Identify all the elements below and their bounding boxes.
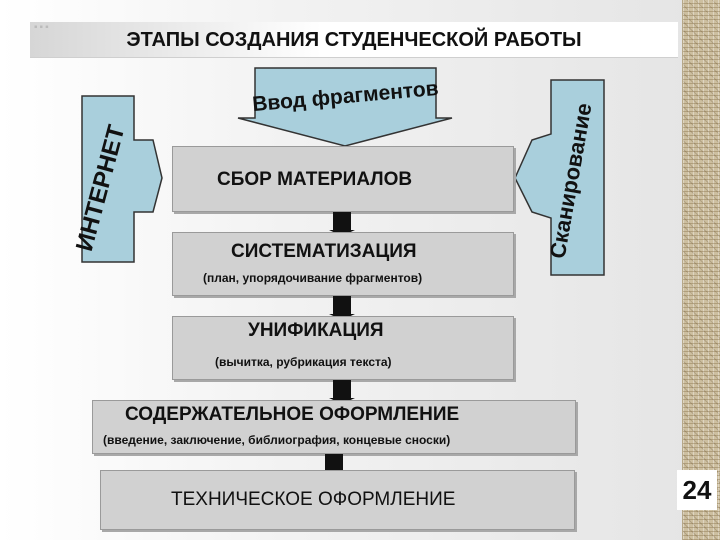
decorative-dots: ▪▪▪ xyxy=(34,22,51,33)
title-bar: ▪▪▪ ЭТАПЫ СОЗДАНИЯ СТУДЕНЧЕСКОЙ РАБОТЫ xyxy=(30,22,678,58)
step-label: СОДЕРЖАТЕЛЬНОЕ ОФОРМЛЕНИЕ xyxy=(125,404,460,425)
step-sublabel: (вычитка, рубрикация текста) xyxy=(215,355,392,369)
connector-arrow xyxy=(329,212,355,236)
page-number: 24 xyxy=(677,470,717,510)
step-label: СБОР МАТЕРИАЛОВ xyxy=(217,169,413,190)
step-sublabel: (введение, заключение, библиография, кон… xyxy=(103,433,451,447)
step-sublabel: (план, упорядочивание фрагментов) xyxy=(203,271,423,285)
connector-arrow xyxy=(329,380,355,404)
step-systematization: СИСТЕМАТИЗАЦИЯ (план, упорядочивание фра… xyxy=(172,232,514,296)
connector-arrow xyxy=(329,296,355,320)
step-label: ТЕХНИЧЕСКОЕ ОФОРМЛЕНИЕ xyxy=(171,489,456,510)
page-title: ЭТАПЫ СОЗДАНИЯ СТУДЕНЧЕСКОЙ РАБОТЫ xyxy=(126,29,582,51)
step-unification: УНИФИКАЦИЯ (вычитка, рубрикация текста) xyxy=(172,316,514,380)
step-technical-formatting: ТЕХНИЧЕСКОЕ ОФОРМЛЕНИЕ xyxy=(100,470,575,530)
step-content-formatting: СОДЕРЖАТЕЛЬНОЕ ОФОРМЛЕНИЕ (введение, зак… xyxy=(92,400,576,454)
decorative-texture-strip xyxy=(682,0,720,540)
top-input-arrow xyxy=(237,67,453,147)
step-label: СИСТЕМАТИЗАЦИЯ xyxy=(231,241,417,262)
step-label: УНИФИКАЦИЯ xyxy=(248,320,384,341)
left-input-arrow xyxy=(81,95,163,263)
step-collect-materials: СБОР МАТЕРИАЛОВ xyxy=(172,146,514,212)
right-input-arrow xyxy=(514,79,605,276)
